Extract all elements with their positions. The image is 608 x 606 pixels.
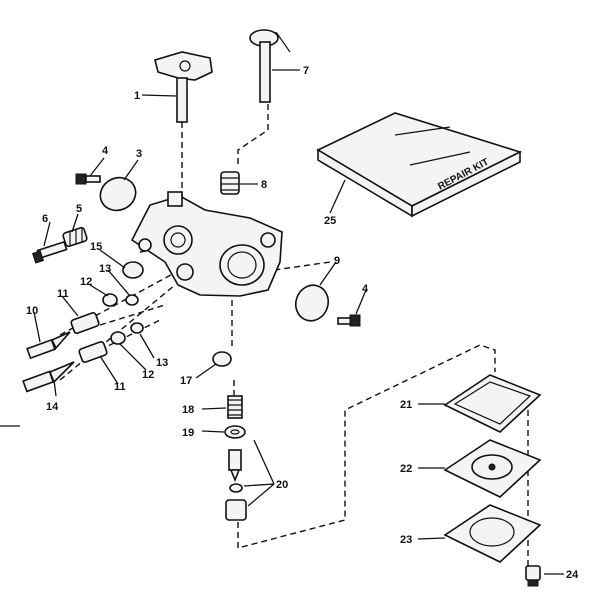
throttle-shaft-part-1 (154, 51, 213, 123)
callout-18: 18 (182, 404, 194, 416)
callout-13-upper: 13 (99, 263, 111, 275)
callout-4-upper: 4 (102, 145, 109, 157)
callout-3: 3 (136, 148, 142, 160)
spring-part-8 (220, 171, 240, 195)
springs-part-11 (70, 312, 108, 363)
callout-13-lower: 13 (156, 357, 168, 369)
callout-25: 25 (324, 215, 336, 227)
callout-leader-lines (33, 69, 564, 575)
callout-5: 5 (76, 203, 82, 215)
choke-shaft-part-7 (249, 29, 291, 103)
spring-part-18 (227, 395, 243, 419)
spring-part-5 (62, 226, 88, 248)
screw-part-4-upper (75, 173, 101, 185)
callout-8: 8 (261, 179, 267, 191)
callout-11-lower: 11 (114, 381, 126, 393)
callout-11-upper: 11 (57, 288, 69, 300)
screw-part-24 (525, 565, 541, 587)
callout-22: 22 (400, 463, 412, 475)
needle-part-10 (26, 331, 71, 360)
callout-7: 7 (303, 65, 309, 77)
screw-part-4-lower (337, 314, 361, 327)
callout-19: 19 (182, 427, 194, 439)
carburetor-body (130, 191, 283, 297)
gasket-part-21 (443, 374, 542, 433)
callout-numbers: 1 7 4 3 8 6 5 15 25 9 4 13 12 11 10 13 1… (26, 65, 579, 581)
choke-plate-part-9 (294, 284, 330, 322)
callout-24: 24 (566, 569, 579, 581)
repair-kit-box-part-25: REPAIR KIT (316, 112, 523, 218)
screw-part-6 (32, 240, 68, 264)
callout-12-lower: 12 (142, 369, 154, 381)
cover-part-23 (443, 504, 542, 563)
plug-part-17 (212, 351, 232, 367)
diaphragm-part-22 (443, 439, 542, 498)
callout-17: 17 (180, 375, 192, 387)
washers-parts-12-13 (102, 293, 144, 345)
callout-23: 23 (400, 534, 412, 546)
callout-4-lower: 4 (362, 283, 369, 295)
throttle-plate-part-3 (99, 176, 137, 212)
callout-9: 9 (334, 255, 340, 267)
callout-1: 1 (134, 90, 140, 102)
callout-14: 14 (46, 401, 59, 413)
callout-20: 20 (276, 479, 288, 491)
needle-part-14 (22, 361, 75, 393)
callout-15: 15 (90, 241, 102, 253)
callout-21: 21 (400, 399, 412, 411)
callout-6: 6 (42, 213, 48, 225)
callout-10: 10 (26, 305, 38, 317)
plug-part-15 (122, 261, 144, 279)
washer-part-19 (224, 425, 246, 439)
inlet-needle-seat-part-20 (225, 449, 247, 521)
callout-12-upper: 12 (80, 276, 92, 288)
